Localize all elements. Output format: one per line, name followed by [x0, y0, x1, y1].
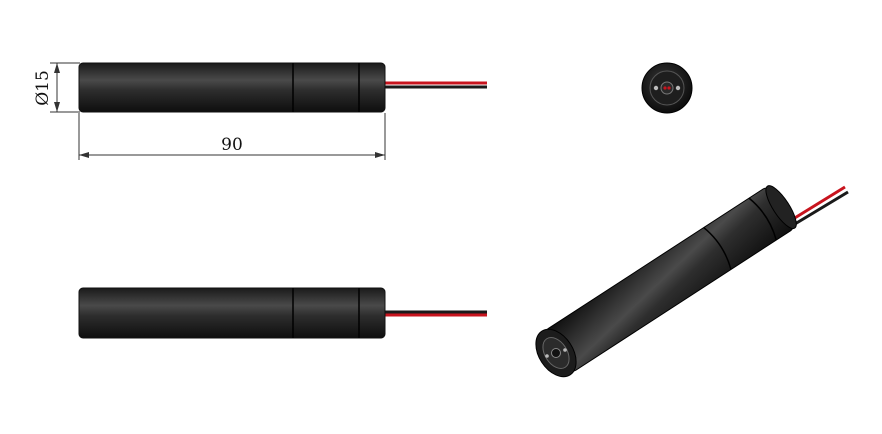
module-body [78, 287, 386, 339]
side-view-top: Ø15 90 [33, 62, 487, 160]
isometric-view [535, 185, 849, 378]
module-body [78, 62, 386, 113]
side-view-bottom [78, 287, 487, 339]
length-dimension: 90 [78, 113, 386, 160]
module-body [545, 187, 794, 372]
end-view [641, 62, 693, 114]
front-face [535, 328, 577, 378]
diameter-label: Ø15 [33, 70, 53, 106]
diameter-dimension: Ø15 [33, 62, 80, 113]
length-label: 90 [221, 135, 243, 155]
wire-pair [383, 81, 487, 89]
wire-pair [383, 310, 487, 317]
